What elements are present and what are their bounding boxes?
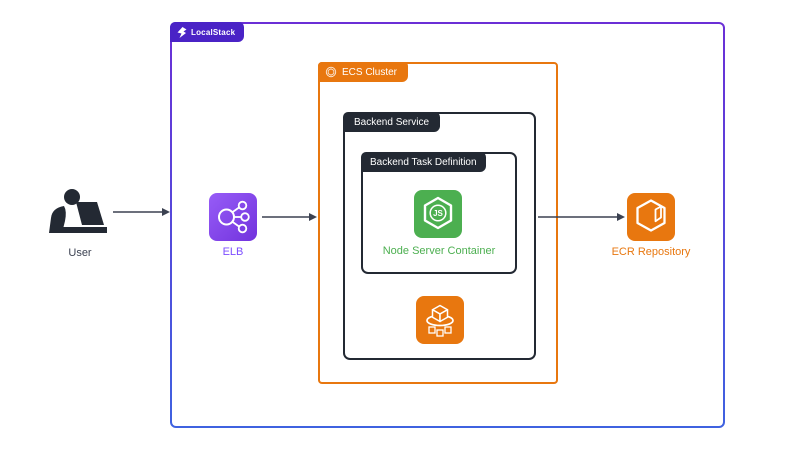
person-at-laptop-icon <box>49 189 107 233</box>
elb-node-label: ELB <box>222 246 244 258</box>
backend-service-tab: Backend Service <box>343 112 441 132</box>
ecr-node <box>627 193 675 241</box>
ecs-cluster-tab-label: ECS Cluster <box>342 66 398 78</box>
backend-task-definition-tab-label: Backend Task Definition <box>370 156 477 168</box>
backend-service-boundary <box>343 112 536 360</box>
node-server-node: JS <box>414 190 462 238</box>
ecr-cube-icon <box>636 199 666 232</box>
backend-service-tab-label: Backend Service <box>354 116 430 128</box>
ecs-cluster-boundary <box>318 62 558 384</box>
ecs-cube-orbit-icon <box>426 304 454 337</box>
elb-node <box>209 193 257 241</box>
localstack-tab: LocalStack <box>170 22 245 42</box>
backend-task-definition-tab: Backend Task Definition <box>361 152 486 172</box>
node-server-node-label: Node Server Container <box>382 245 496 257</box>
load-balancer-icon <box>218 200 250 234</box>
nodejs-icon: JS <box>423 196 453 230</box>
ecs-cluster-tab: ECS Cluster <box>318 62 409 82</box>
user-node-label: User <box>68 247 92 259</box>
ecs-cluster-icon <box>325 66 337 78</box>
localstack-logo-icon <box>177 26 187 38</box>
localstack-tab-label: LocalStack <box>191 27 236 37</box>
ecr-node-label: ECR Repository <box>611 246 691 258</box>
ecs-service-node <box>416 296 464 344</box>
nodejs-js-glyph: JS <box>433 209 443 218</box>
arrow-user-to-elb <box>113 208 170 216</box>
